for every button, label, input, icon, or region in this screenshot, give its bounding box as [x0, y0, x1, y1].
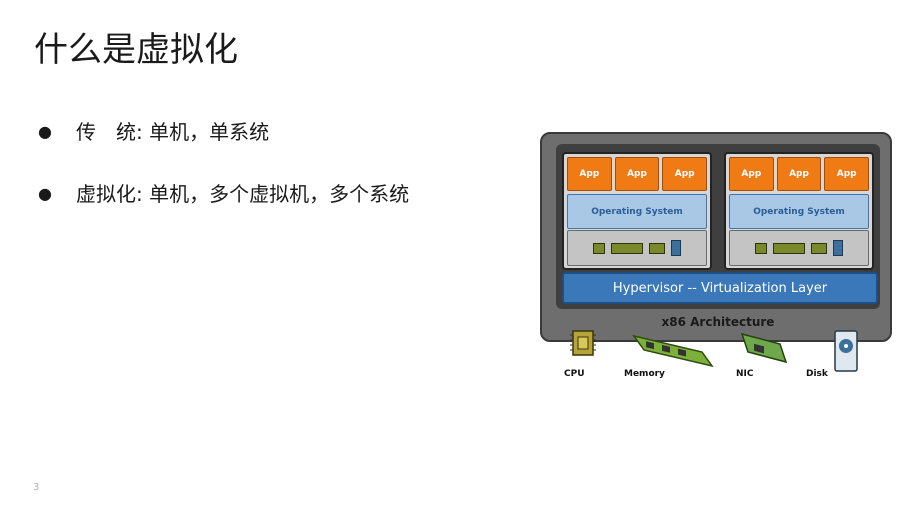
architecture-label: x86 Architecture	[661, 315, 775, 329]
cpu-icon	[755, 242, 767, 254]
virtual-hardware	[567, 230, 707, 266]
nic-icon	[649, 242, 665, 254]
memory-icon	[611, 242, 643, 254]
disk-icon	[832, 328, 862, 380]
app-box: App	[567, 157, 612, 191]
vm-container: App App App Operating System App App App	[556, 144, 880, 309]
virtual-machine: App App App Operating System	[562, 152, 712, 270]
page-number: 3	[33, 482, 40, 493]
bullet-item: ● 传 统: 单机，单系统	[38, 118, 409, 146]
app-box: App	[662, 157, 708, 191]
app-box: App	[729, 157, 774, 191]
app-box: App	[614, 157, 660, 191]
cpu-label: CPU	[564, 369, 585, 379]
bullet-dot-icon: ●	[38, 184, 52, 203]
bullet-text: 传 统: 单机，单系统	[76, 120, 270, 144]
nic-icon	[811, 242, 827, 254]
nic-label: NIC	[736, 369, 754, 379]
bullet-dot-icon: ●	[38, 122, 52, 141]
slide-title: 什么是虚拟化	[34, 30, 238, 70]
cpu-icon	[593, 242, 605, 254]
disk-icon	[671, 240, 681, 256]
bullet-list: ● 传 统: 单机，单系统 ● 虚拟化: 单机，多个虚拟机，多个系统	[38, 118, 409, 242]
bullet-text: 虚拟化: 单机，多个虚拟机，多个系统	[76, 182, 410, 206]
memory-label: Memory	[624, 369, 665, 379]
virtualization-diagram: App App App Operating System App App App	[540, 132, 898, 382]
virtual-hardware	[729, 230, 869, 266]
cpu-icon	[570, 328, 596, 362]
bullet-item: ● 虚拟化: 单机，多个虚拟机，多个系统	[38, 180, 409, 208]
os-layer: Operating System	[567, 194, 707, 229]
virtual-machine: App App App Operating System	[724, 152, 874, 270]
nic-icon	[740, 330, 788, 370]
memory-icon	[773, 242, 805, 254]
disk-icon	[833, 240, 843, 256]
os-layer: Operating System	[729, 194, 869, 229]
hardware-frame: App App App Operating System App App App	[540, 132, 892, 342]
disk-label: Disk	[806, 369, 828, 379]
hypervisor-layer: Hypervisor -- Virtualization Layer	[562, 272, 878, 304]
memory-icon	[632, 328, 716, 372]
app-box: App	[824, 157, 870, 191]
app-box: App	[776, 157, 822, 191]
